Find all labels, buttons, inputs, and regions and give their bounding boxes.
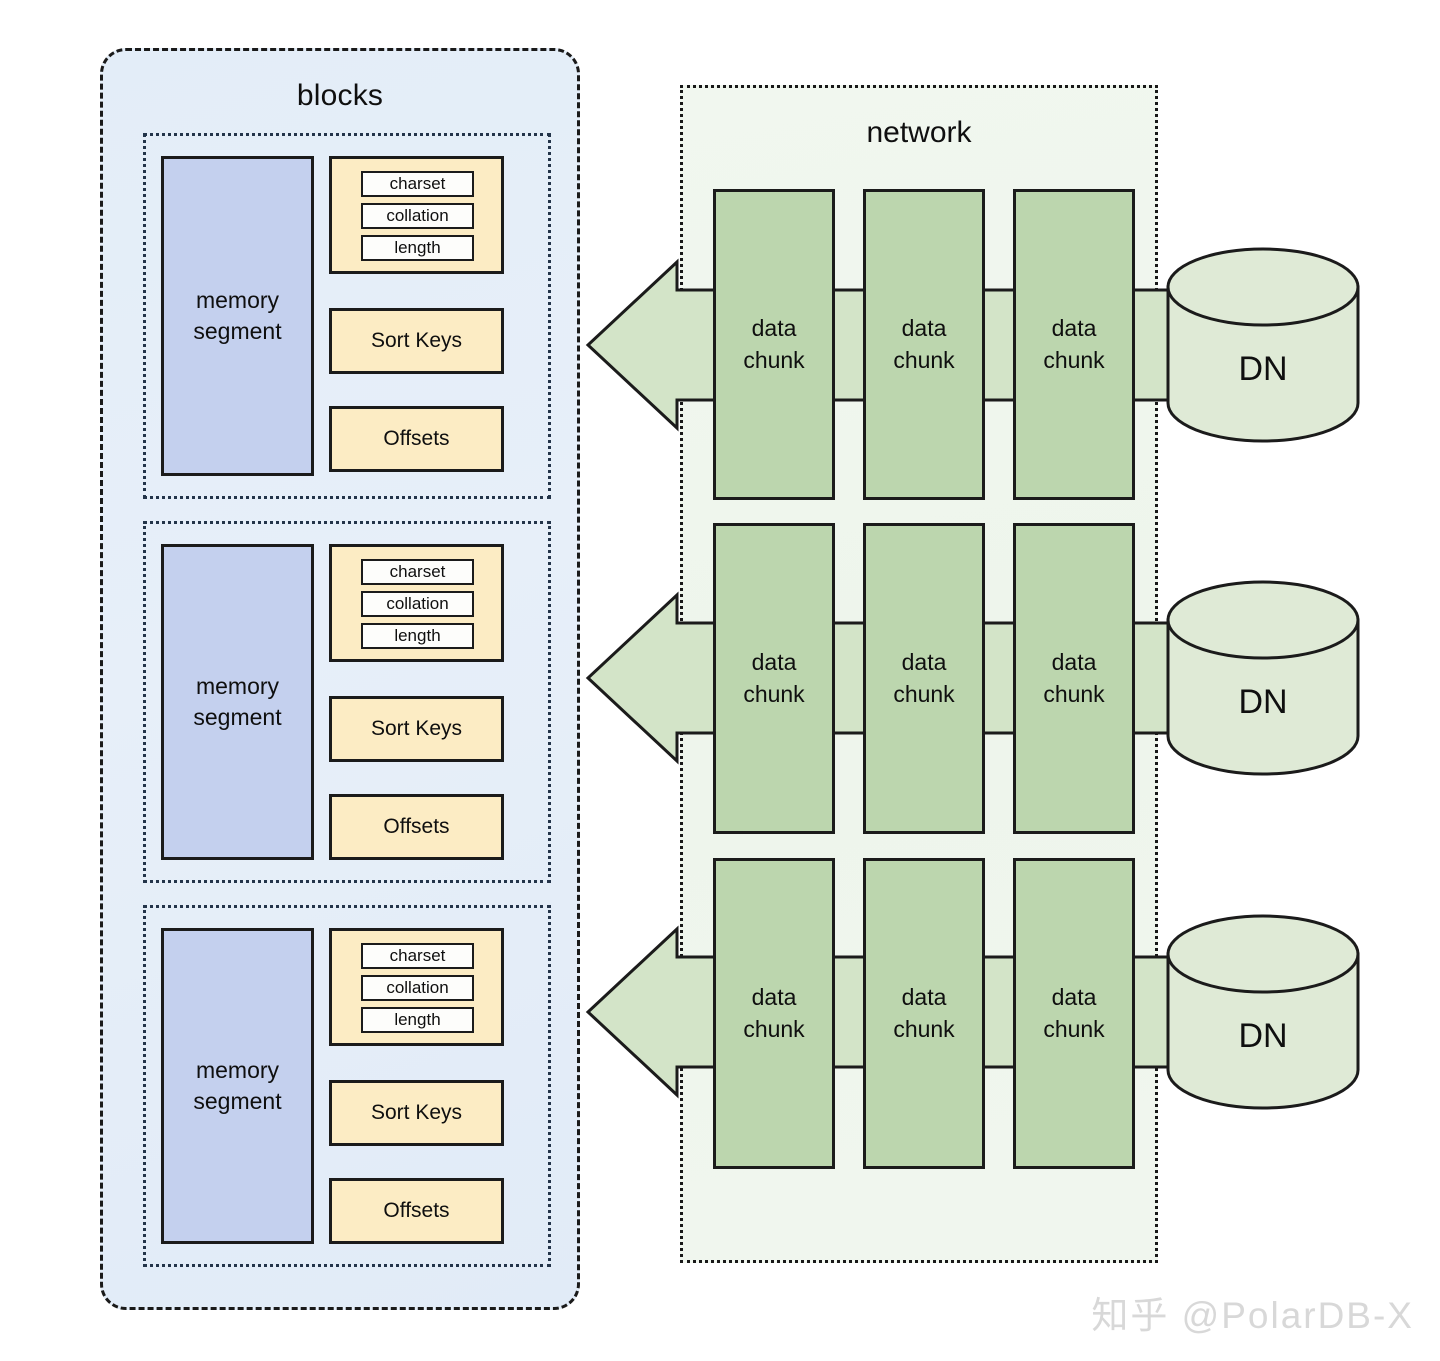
meta-item-charset-3: charset (361, 943, 474, 969)
dn-label-3: DN (1238, 1017, 1288, 1055)
dn-cylinder-3 (1166, 914, 1360, 1110)
offsets-box-3: Offsets (329, 1178, 504, 1244)
dn-label-2: DN (1238, 683, 1288, 721)
meta-item-charset-1: charset (361, 171, 474, 197)
sort-keys-box-3: Sort Keys (329, 1080, 504, 1146)
watermark: 知乎 @PolarDB-X (1091, 1295, 1414, 1336)
blocks-title: blocks (296, 79, 384, 112)
dn-cylinder-2 (1166, 580, 1360, 776)
network-title: network (866, 116, 972, 149)
dn-label-1: DN (1238, 350, 1288, 388)
attribute-column-1: charset collation length Sort Keys Offse… (329, 156, 504, 476)
meta-item-charset-2: charset (361, 559, 474, 585)
offsets-box-1: Offsets (329, 406, 504, 472)
sort-keys-box-1: Sort Keys (329, 308, 504, 374)
dn-cylinder-1 (1166, 247, 1360, 443)
meta-item-collation-2: collation (361, 591, 474, 617)
meta-item-length-2: length (361, 623, 474, 649)
meta-item-collation-1: collation (361, 203, 474, 229)
meta-item-length-1: length (361, 235, 474, 261)
meta-item-collation-3: collation (361, 975, 474, 1001)
metadata-box-2: charset collation length (329, 544, 504, 662)
sort-keys-box-2: Sort Keys (329, 696, 504, 762)
offsets-box-2: Offsets (329, 794, 504, 860)
metadata-box-1: charset collation length (329, 156, 504, 274)
metadata-box-3: charset collation length (329, 928, 504, 1046)
attribute-column-2: charset collation length Sort Keys Offse… (329, 544, 504, 860)
attribute-column-3: charset collation length Sort Keys Offse… (329, 928, 504, 1244)
meta-item-length-3: length (361, 1007, 474, 1033)
